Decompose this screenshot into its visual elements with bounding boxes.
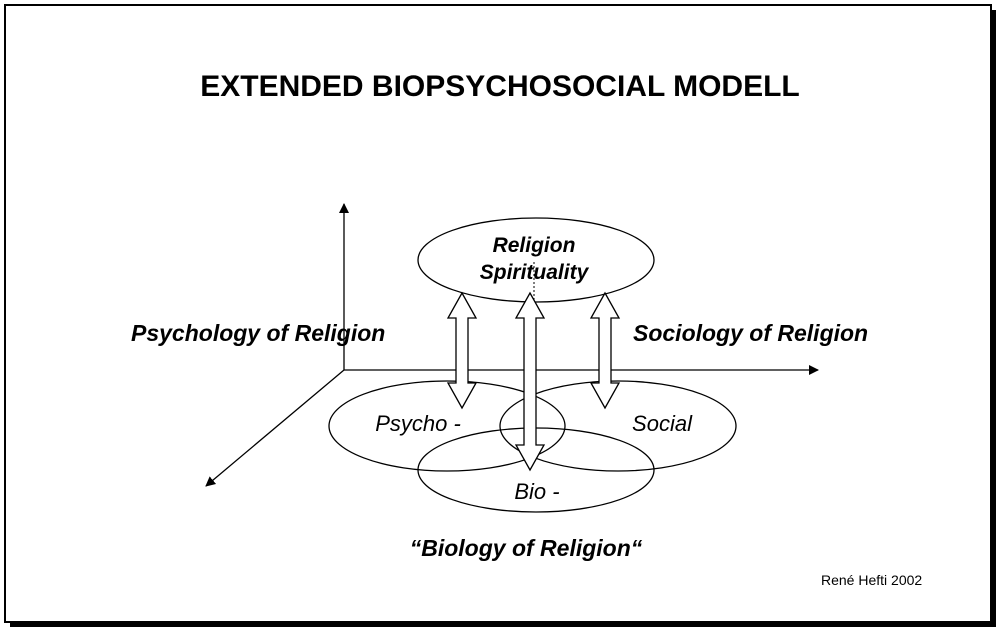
double-arrow-right (589, 291, 621, 410)
top-node-line2: Spirituality (480, 261, 590, 284)
slide-shadow-right (990, 10, 996, 623)
bio-label: Bio - (514, 479, 559, 504)
double-arrow-left (446, 291, 478, 410)
top-node-line1: Religion (493, 234, 576, 257)
depth-axis (205, 369, 345, 487)
slide-title: EXTENDED BIOPSYCHOSOCIAL MODELL (200, 70, 800, 103)
slide-shadow-bottom (10, 621, 996, 627)
psychology-of-religion-label: Psychology of Religion (131, 320, 386, 346)
author-credit: René Hefti 2002 (821, 572, 923, 588)
psycho-ellipse (328, 380, 566, 472)
social-label: Social (632, 411, 693, 436)
biology-of-religion-label: “Biology of Religion“ (409, 535, 643, 561)
slide-frame (4, 4, 992, 623)
religion-spirituality-ellipse (417, 217, 655, 303)
sociology-of-religion-label: Sociology of Religion (633, 320, 869, 346)
psycho-label: Psycho - (375, 411, 461, 436)
social-ellipse (499, 380, 737, 472)
double-arrow-center (514, 291, 546, 472)
